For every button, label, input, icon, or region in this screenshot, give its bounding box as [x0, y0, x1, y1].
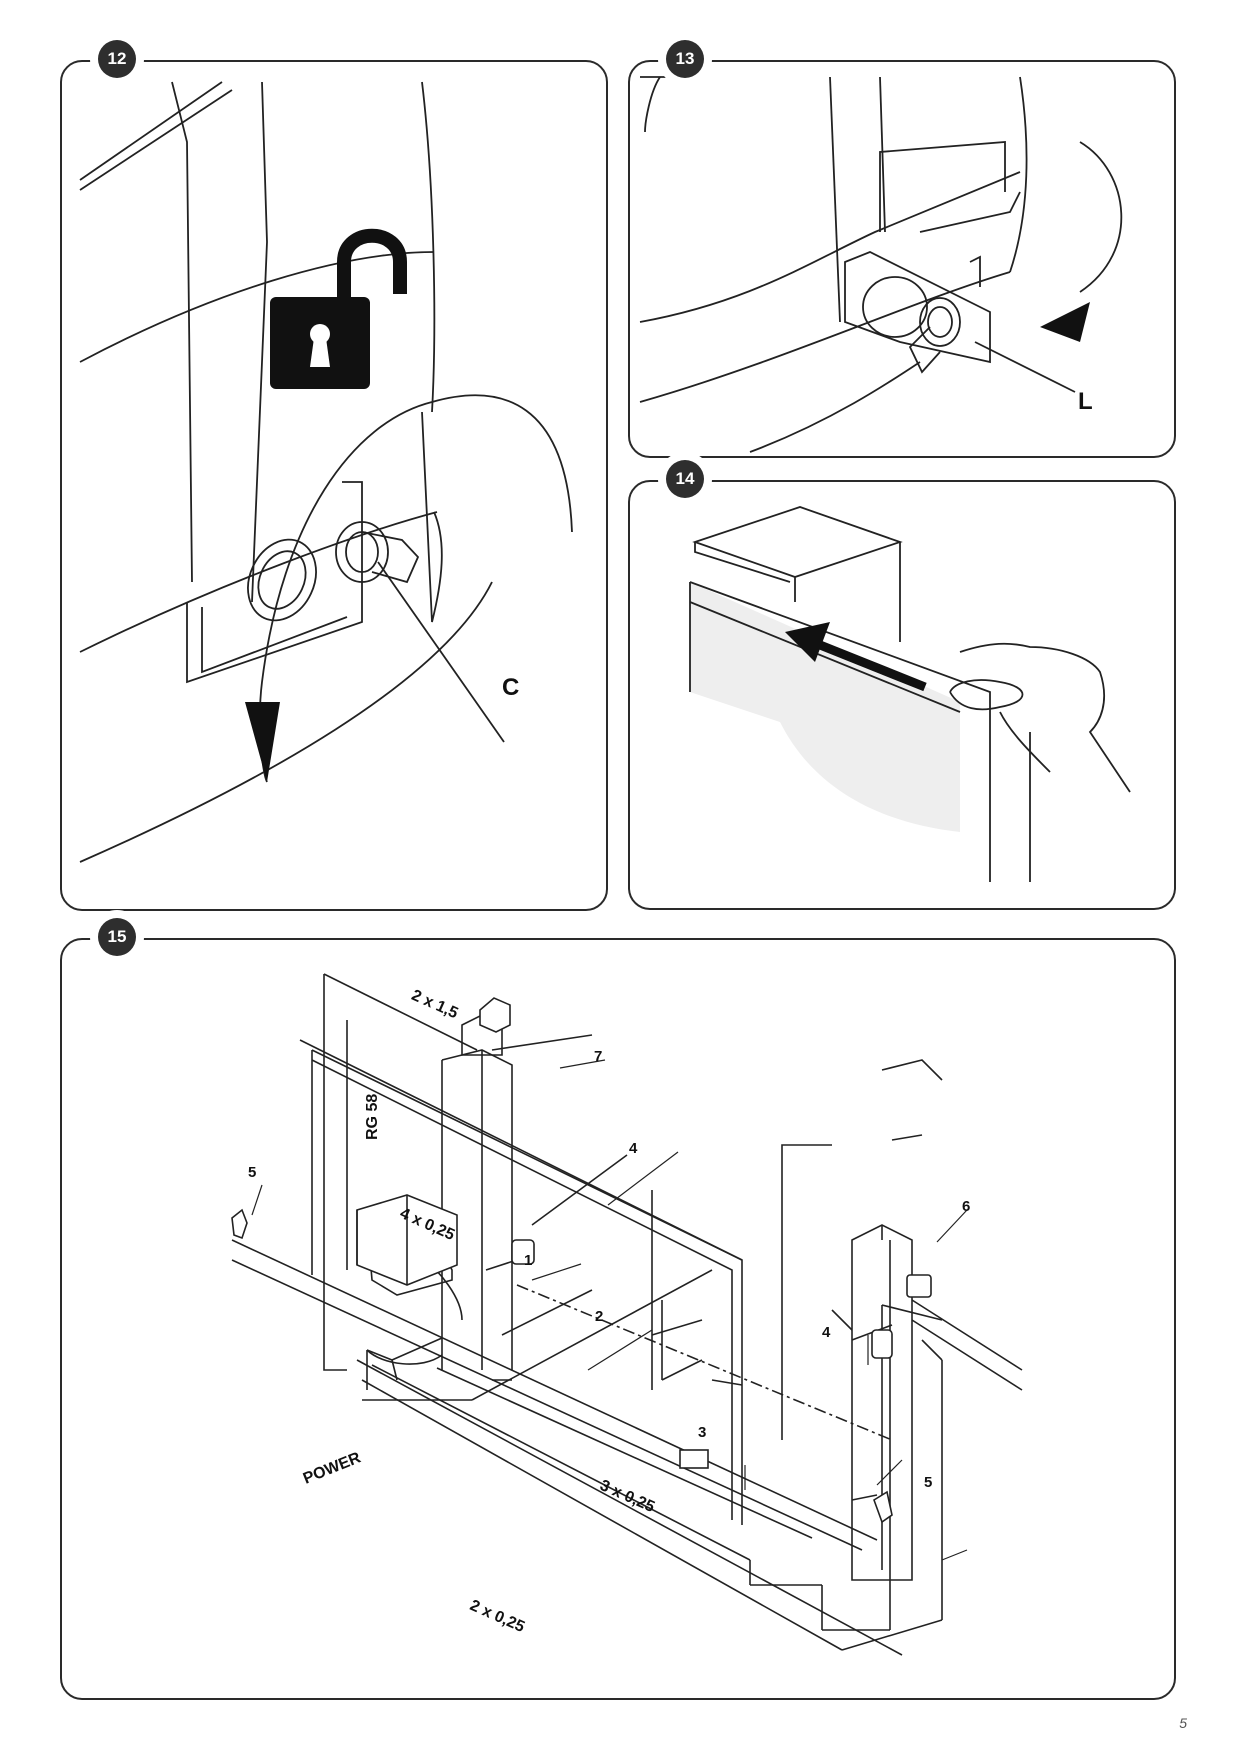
photocell-4b: [871, 1329, 893, 1359]
figure-14-number: 14: [666, 460, 704, 498]
callout-1: 1: [524, 1252, 533, 1269]
unlocked-padlock-icon: [270, 228, 407, 389]
cable-label-rg58: RG 58: [364, 1093, 381, 1140]
callout-2: 2: [595, 1308, 604, 1325]
figure-12-number: 12: [98, 40, 136, 78]
rack-3: [679, 1449, 709, 1469]
figure-14-illustration: [689, 506, 1131, 882]
key-label-c: C: [502, 674, 520, 701]
figure-15-installation-diagram: [231, 973, 1023, 1656]
callout-6: 6: [962, 1198, 971, 1215]
figure-12-illustration: [79, 81, 573, 863]
limit-stop-5a: [231, 1208, 248, 1240]
key-label-l: L: [1078, 388, 1093, 415]
flashing-light-7: [479, 997, 511, 1033]
figure-15-number: 15: [98, 918, 136, 956]
figure-13-illustration: [639, 76, 1123, 453]
callout-3: 3: [698, 1424, 707, 1441]
limit-stop-5b: [873, 1490, 893, 1524]
figure-13-panel: L: [628, 60, 1176, 458]
callout-4a: 4: [629, 1140, 638, 1157]
photocell-4a: [511, 1239, 535, 1265]
key-selector-6: [906, 1274, 932, 1298]
figure-15-panel: 2 x 1,5 RG 58 4 x 0,25 2 x 0,25 3 x 0,25…: [60, 938, 1176, 1700]
motor-unit: [356, 1194, 458, 1286]
callout-7: 7: [594, 1048, 603, 1065]
figure-12-panel: C: [60, 60, 608, 911]
callout-4b: 4: [822, 1324, 831, 1341]
page-number: 5: [1179, 1715, 1187, 1731]
figure-14-panel: [628, 480, 1176, 910]
callout-5a: 5: [248, 1164, 257, 1181]
callout-5b: 5: [924, 1474, 933, 1491]
figure-13-number: 13: [666, 40, 704, 78]
